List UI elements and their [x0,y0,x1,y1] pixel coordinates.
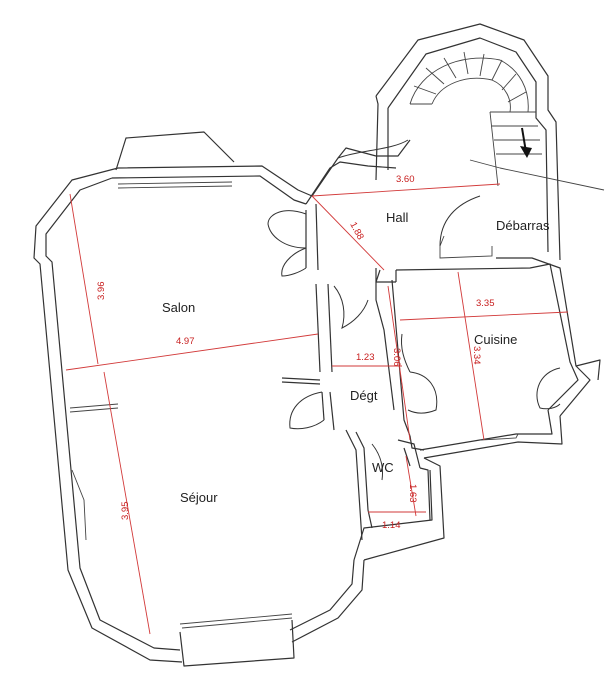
stair-arrow-icon [520,127,532,158]
dim-label-degt-width: 1.23 [356,352,375,363]
bay-window-top [115,131,235,189]
door-hall-debarras [439,195,481,247]
room-label-cuisine: Cuisine [474,332,517,347]
door-degt-sejour [289,391,325,430]
dim-label-wc-width: 1.14 [382,520,401,531]
dimension-lines [65,183,569,635]
door-wc [371,443,383,481]
dim-label-hall-width: 3.60 [396,174,415,185]
dim-label-hall-diag: 1.88 [347,220,365,241]
room-label-hall: Hall [386,210,409,225]
door-hall-entry [337,139,409,159]
room-label-salon: Salon [162,300,195,315]
door-degt-top [333,285,369,329]
doors [267,139,561,481]
room-label-wc: WC [372,460,394,475]
door-salon-hall-left [267,210,307,249]
dim-label-salon-width: 4.97 [176,336,195,347]
dim-label-wc-height: 1.63 [407,484,418,503]
dim-label-salon-height: 3.96 [96,282,107,301]
room-label-degt: Dégt [350,388,378,403]
dim-label-cuisine-height: 3.34 [471,346,482,365]
dim-label-degt-height: 3.06 [391,348,402,367]
outer-walls [33,165,601,663]
bay-window-bottom [179,613,295,667]
door-salon-hall-right [281,247,307,277]
door-degt-cuisine [407,371,438,414]
dim-label-cuisine-width: 3.35 [476,298,495,309]
dim-label-sejour-height: 3.95 [120,502,131,521]
room-label-debarras: Débarras [496,218,550,233]
door-cuisine-garden [536,367,561,410]
room-label-sejour: Séjour [180,490,218,505]
staircase [409,51,605,191]
door-cuisine-left [401,333,411,373]
interior-walls [69,203,519,541]
